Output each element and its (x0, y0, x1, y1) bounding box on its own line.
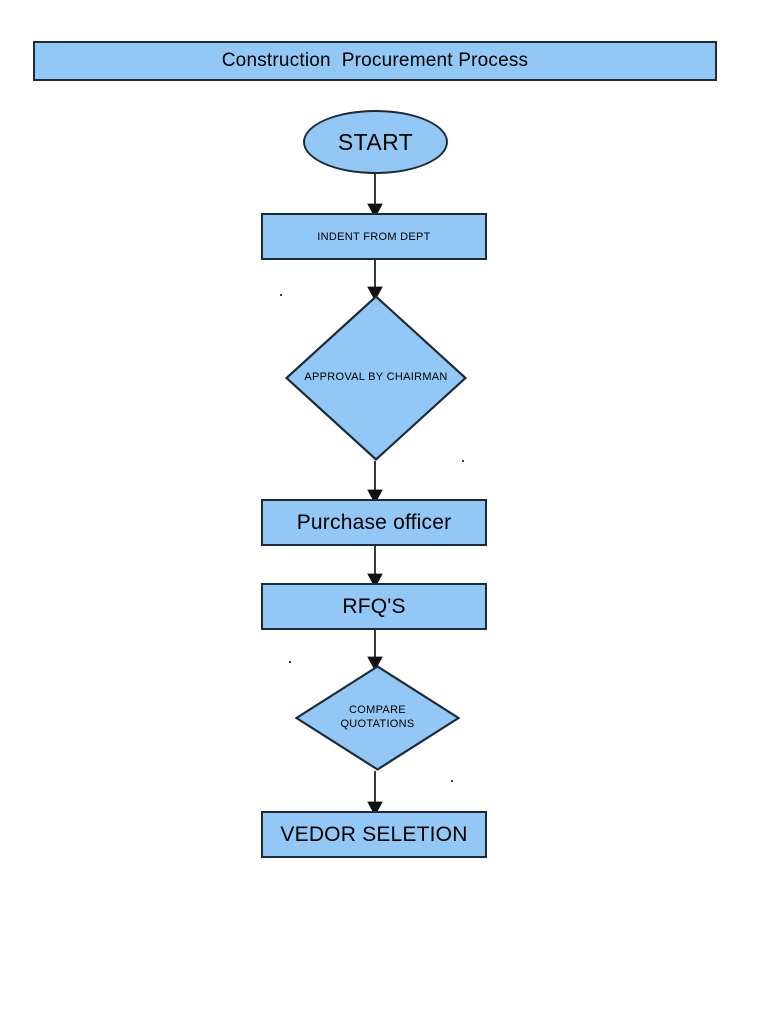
flow-node-vendor-selection[interactable]: VEDOR SELETION (261, 811, 487, 858)
page-title: Construction Procurement Process (221, 50, 529, 71)
flow-node-compare-quotations-label: COMPARE QUOTATIONS (340, 704, 414, 732)
flow-node-start-label: START (337, 128, 414, 155)
flow-node-indent-from-dept[interactable]: INDENT FROM DEPT (261, 213, 487, 260)
scan-artifact-dot (289, 661, 291, 663)
flow-node-approval-by-chairman[interactable]: APPROVAL BY CHAIRMAN (285, 295, 467, 461)
flow-node-vendor-selection-label: VEDOR SELETION (280, 822, 468, 846)
flow-node-approval-by-chairman-label: APPROVAL BY CHAIRMAN (304, 371, 448, 384)
compare-label-line-2: QUOTATIONS (340, 718, 415, 730)
scan-artifact-dot (280, 294, 282, 296)
diamond-shape (295, 665, 460, 771)
flow-node-rfqs[interactable]: RFQ'S (261, 583, 487, 630)
flow-node-start[interactable]: START (303, 110, 448, 174)
diamond-shape (285, 295, 467, 461)
scan-artifact-dot (451, 780, 453, 782)
diagram-title-banner: Construction Procurement Process (33, 41, 717, 81)
scan-artifact-dot (462, 460, 464, 462)
flow-node-compare-quotations[interactable]: COMPARE QUOTATIONS (295, 665, 460, 771)
flow-node-purchase-officer-label: Purchase officer (296, 510, 452, 534)
flow-node-rfqs-label: RFQ'S (342, 594, 406, 618)
compare-label-line-1: COMPARE (349, 704, 406, 717)
flow-node-indent-from-dept-label: INDENT FROM DEPT (317, 230, 431, 243)
flow-node-purchase-officer[interactable]: Purchase officer (261, 499, 487, 546)
